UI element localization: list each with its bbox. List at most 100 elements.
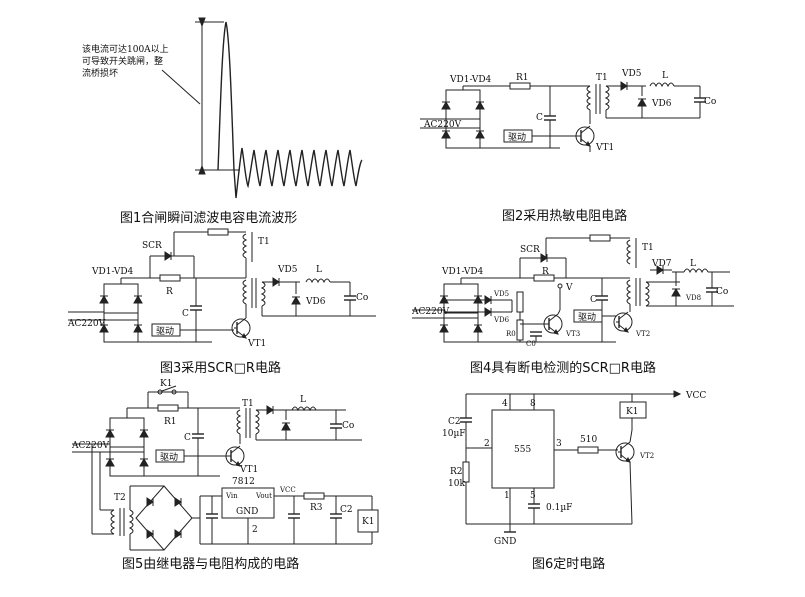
fig4-label-ac: AC220V	[411, 307, 450, 317]
fig6-transistor-vt2	[615, 441, 635, 463]
fig3-label-c: C	[182, 309, 189, 319]
fig4-diode-vd8	[671, 288, 681, 297]
fig3-transformer-primary	[242, 279, 247, 305]
fig6-label-pin5: 5	[530, 491, 536, 501]
fig3-label-ac: AC220V	[67, 319, 106, 329]
fig4-label-r0: R0	[506, 330, 516, 338]
fig6-ic-555	[491, 409, 555, 489]
fig6-label-c2: C2	[448, 417, 461, 427]
fig1-current-waveform	[217, 21, 363, 199]
fig2-label-t1: T1	[596, 73, 608, 83]
fig6-label-r2: R2	[450, 467, 463, 477]
fig5-relay-switch-k1	[161, 385, 177, 392]
fig3-resistor-r	[159, 274, 181, 282]
fig4-label-vd14: VD1-VD4	[441, 267, 484, 277]
fig6-label-r2val: 10k	[448, 479, 465, 489]
fig5-label-vout: Vout	[255, 492, 272, 500]
fig4-label-vd5: VD5	[493, 290, 509, 298]
fig4-label-c: C	[590, 295, 597, 305]
fig4-label-c0: C0	[526, 340, 536, 348]
fig2-label-vd14: VD1-VD4	[449, 75, 492, 85]
fig2-transformer-secondary	[605, 85, 610, 111]
fig5-label-k1box: K1	[362, 517, 374, 527]
fig4-diode-vd5	[484, 295, 492, 305]
fig1-arrow-down	[198, 164, 206, 175]
fig6-resistor-510	[577, 446, 599, 454]
fig4-label-v: V	[565, 283, 573, 293]
fig4-diode-vd6	[484, 307, 492, 317]
fig4-label-co: Co	[716, 287, 728, 297]
fig4-caption: 图4具有断电检测的SCR□R电路	[470, 360, 656, 376]
fig3-label-r: R	[166, 287, 173, 297]
fig4-label-l: L	[690, 259, 696, 269]
fig5-transformer-secondary	[255, 409, 260, 435]
figure-5-relay-resistor-circuit: K1 R1 T1 L AC220V C Co 驱动 VT1 T2 7812 Vi…	[71, 379, 379, 572]
fig6-relay-k1	[619, 401, 647, 419]
fig2-label-ac: AC220V	[423, 120, 462, 130]
fig6-label-pin8: 8	[530, 399, 536, 409]
fig5-relay-coil-k1	[357, 509, 379, 533]
fig5-bridge-rectifier	[106, 418, 148, 476]
fig3-label-vd5: VD5	[277, 265, 298, 275]
fig4-label-drive: 驱动	[578, 312, 596, 323]
fig2-thermistor-r1	[509, 82, 531, 90]
fig3-label-l: L	[316, 265, 322, 275]
fig6-label-vt2: VT2	[639, 452, 654, 460]
fig4-label-vd7: VD7	[651, 259, 672, 269]
fig1-caption: 图1合闸瞬间滤波电容电流波形	[120, 210, 297, 226]
fig4-label-vt2: VT2	[635, 330, 650, 338]
fig5-transformer-t2-secondary	[129, 509, 134, 535]
fig2-label-vd5: VD5	[621, 69, 642, 79]
fig3-bridge-rectifier	[100, 284, 142, 342]
fig3-scr	[164, 251, 172, 261]
fig2-inductor-l	[649, 82, 675, 87]
fig5-label-vcc: VCC	[279, 486, 296, 494]
fig4-label-t1: T1	[642, 243, 654, 253]
fig6-capacitor-01uf	[527, 503, 541, 509]
fig4-inductor-l	[683, 268, 709, 273]
fig6-label-gnd: GND	[494, 537, 516, 547]
fig6-label-pin4: 4	[502, 399, 508, 409]
fig4-label-vt3: VT3	[565, 330, 580, 338]
fig3-label-t1: T1	[258, 237, 270, 247]
fig4-capacitor-c	[595, 295, 609, 301]
fig3-diode-vd5	[272, 277, 280, 287]
fig5-label-gnd: GND	[236, 507, 258, 517]
fig5-label-t1: T1	[242, 399, 254, 409]
fig5-diode-freewheel	[281, 422, 291, 431]
fig6-label-vcc: VCC	[685, 391, 706, 401]
fig2-label-drive: 驱动	[508, 132, 526, 143]
fig3-diode-vd6	[291, 296, 301, 305]
fig5-label-drive: 驱动	[160, 452, 178, 463]
fig3-gate-resistor	[207, 228, 229, 236]
fig6-vcc-arrow	[673, 390, 682, 398]
fig3-label-drive: 驱动	[156, 326, 174, 337]
fig3-label-vd6: VD6	[305, 297, 326, 307]
fig5-capacitor-in	[205, 513, 219, 519]
fig4-transistor-vt3	[543, 313, 563, 335]
fig4-transformer-secondary	[645, 281, 650, 307]
fig3-caption: 图3采用SCR□R电路	[160, 360, 281, 376]
fig1-pointer-line	[161, 69, 201, 105]
fig6-label-k1: K1	[626, 407, 638, 417]
figure-1-waveform: 该电流可达100A以上 可导致开关跳闸，整 流桥损坏 图1合闸瞬间滤波电容电流波…	[82, 17, 363, 226]
fig1-annotation-line-3: 流桥损坏	[82, 67, 118, 79]
fig2-caption: 图2采用热敏电阻电路	[502, 208, 627, 224]
figure-2-thermistor-circuit: VD1-VD4 R1 T1 VD5 L VD6 Co AC220V C 驱动 V…	[420, 69, 716, 224]
fig5-label-r1: R1	[164, 417, 177, 427]
figure-3-scr-r-circuit: SCR T1 VD1-VD4 VD5 L R VD6 Co C AC220V 驱…	[67, 228, 376, 376]
fig3-label-co: Co	[356, 293, 368, 303]
fig2-label-vd6: VD6	[651, 99, 672, 109]
fig1-annotation-line-2: 可导致开关跳闸，整	[82, 55, 163, 67]
fig2-transistor-vt1	[575, 125, 595, 147]
fig3-capacitor-c	[189, 305, 203, 311]
fig4-transformer-aux	[626, 239, 631, 265]
fig5-label-vt1: VT1	[239, 465, 258, 475]
fig6-label-pin2: 2	[484, 439, 490, 449]
fig5-label-l: L	[300, 395, 306, 405]
fig5-resistor-r3	[303, 492, 325, 500]
fig4-voltage-node	[557, 283, 563, 289]
fig6-capacitor-c2	[459, 417, 473, 423]
fig5-regulator-7812	[221, 487, 275, 519]
